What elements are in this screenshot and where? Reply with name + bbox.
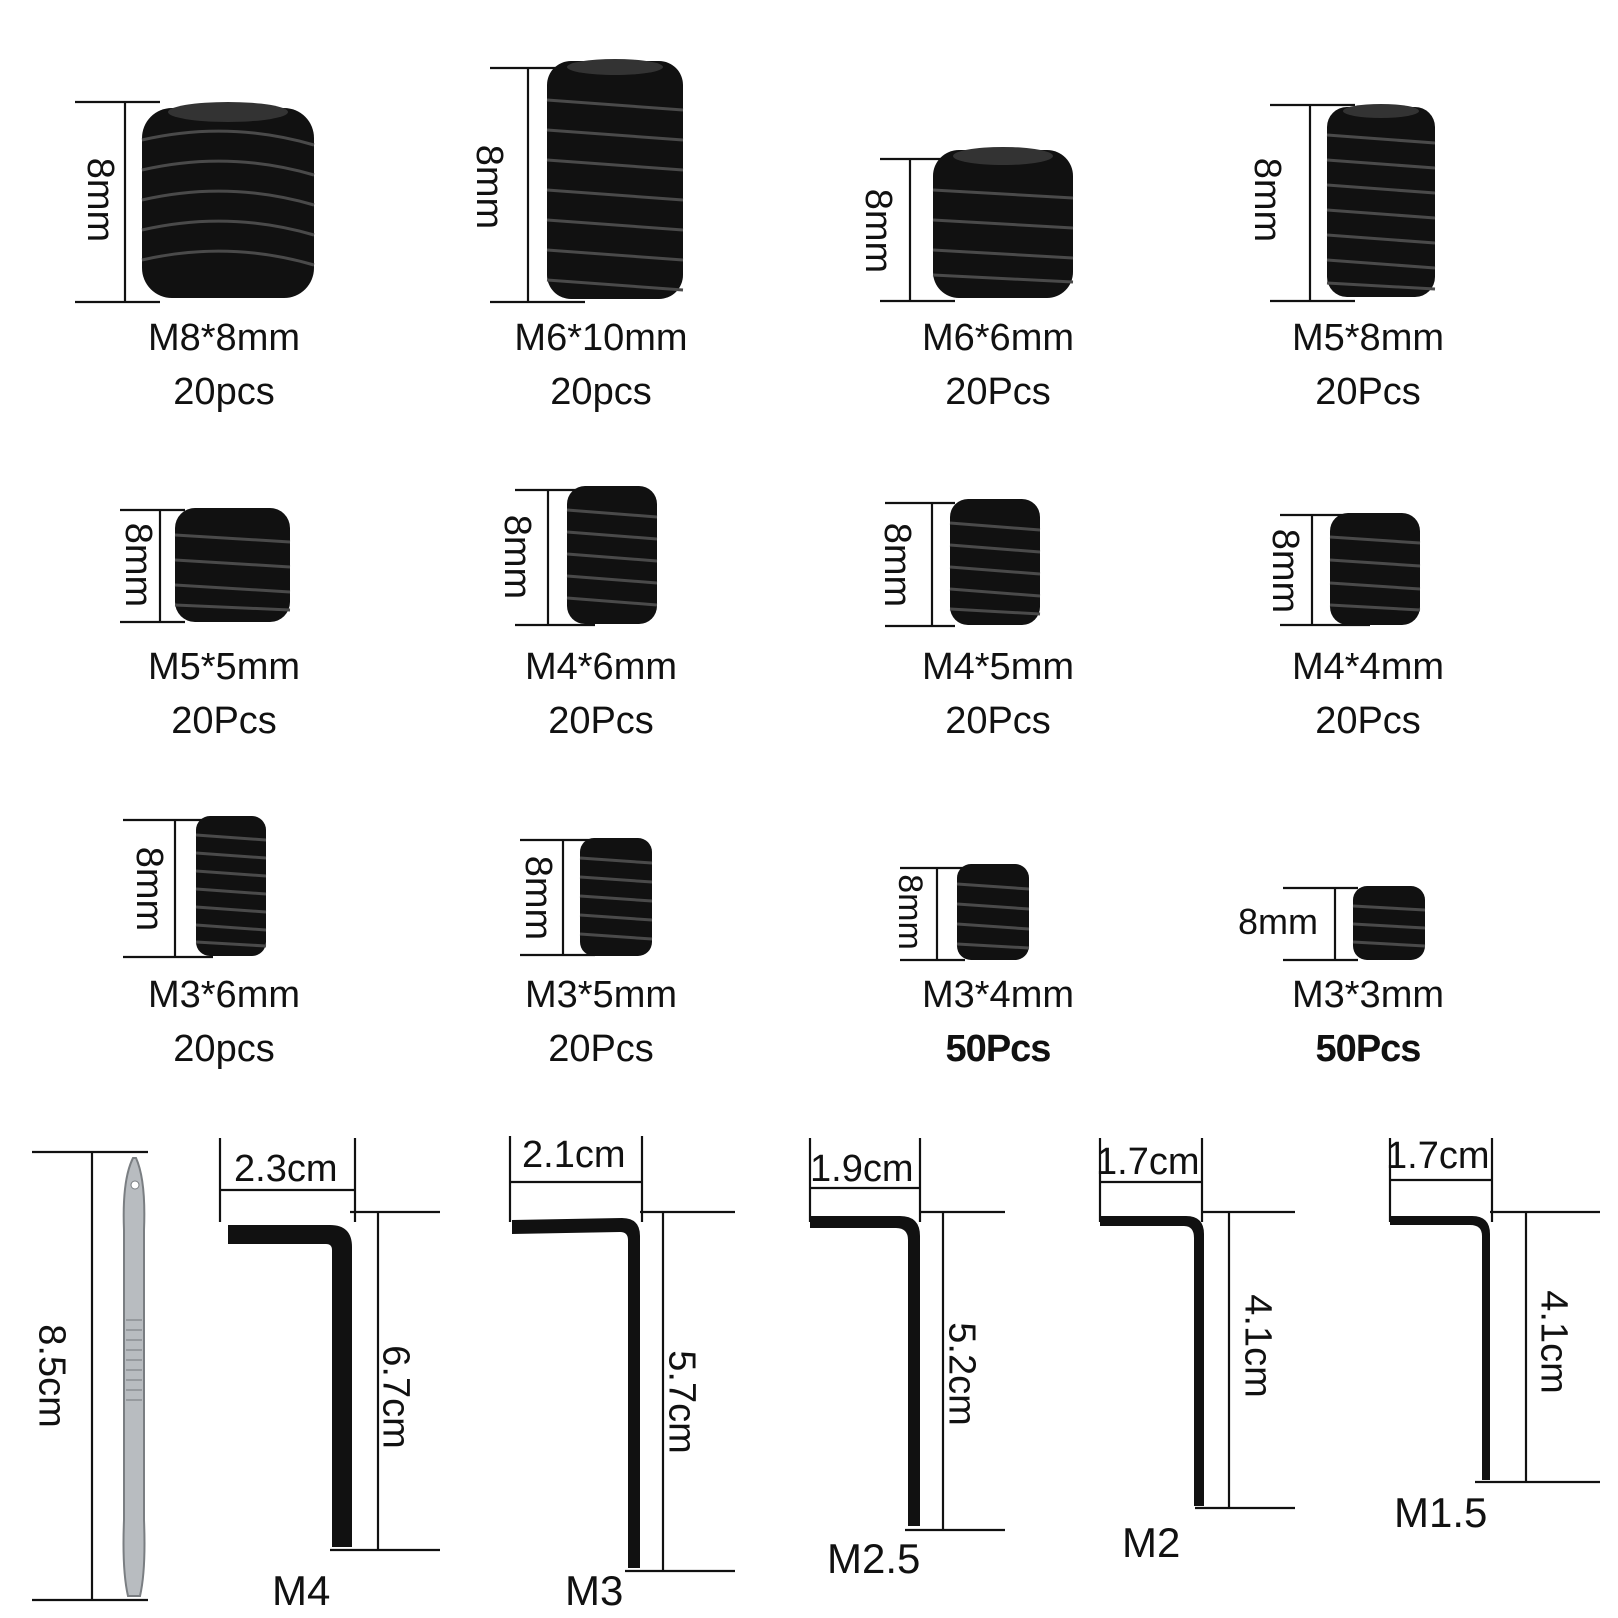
hex-key-short-arm-label: 1.7cm — [1096, 1141, 1200, 1183]
screw-caption: M8*8mm 20pcs — [74, 311, 374, 419]
screw-size: M3*4mm — [921, 974, 1075, 1016]
screw-m4x6-illustration — [515, 486, 658, 627]
screw-qty: 20Pcs — [945, 700, 1051, 742]
screw-qty: 20Pcs — [1315, 700, 1421, 742]
hex-key-size-label: M2.5 — [827, 1535, 921, 1582]
screw-caption: M5*5mm 20Pcs — [74, 640, 374, 748]
hex-key-long-arm-label: 4.1cm — [1236, 1294, 1279, 1398]
screw-size: M4*6mm — [524, 646, 678, 688]
screw-size: M4*4mm — [1291, 646, 1445, 688]
screw-caption: M6*10mm 20pcs — [451, 311, 751, 419]
hex-key-m4 — [218, 1138, 440, 1552]
screw-qty: 20Pcs — [1315, 371, 1421, 413]
screw-qty: 20pcs — [550, 371, 652, 413]
hex-key-m3 — [508, 1136, 735, 1573]
screw-caption: M4*5mm 20Pcs — [848, 640, 1148, 748]
screw-caption: M6*6mm 20Pcs — [848, 311, 1148, 419]
screw-body — [142, 108, 314, 298]
screw-size: M3*6mm — [147, 974, 301, 1016]
screw-size: M5*5mm — [147, 646, 301, 688]
screw-size: M4*5mm — [921, 646, 1075, 688]
screw-m4x4-illustration — [1280, 513, 1421, 627]
hex-key-size-label: M1.5 — [1394, 1489, 1488, 1536]
hex-key-m2 — [1098, 1138, 1295, 1510]
screw-m5x8-illustration — [1270, 103, 1436, 303]
hex-key-short-arm-label: 2.1cm — [522, 1134, 626, 1176]
screw-size: M5*8mm — [1291, 317, 1445, 359]
screw-caption: M5*8mm 20Pcs — [1218, 311, 1518, 419]
hex-key-size-label: M4 — [272, 1567, 331, 1614]
screw-qty: 20pcs — [173, 1028, 275, 1070]
screw-m3x3-illustration — [1283, 886, 1426, 962]
screw-qty: 20Pcs — [548, 1028, 654, 1070]
hex-key-m1-5 — [1388, 1138, 1600, 1484]
screw-size: M8*8mm — [147, 317, 301, 359]
screw-qty: 50Pcs — [945, 1028, 1052, 1070]
screw-m6x10-illustration — [490, 59, 684, 304]
screw-caption: M3*6mm 20pcs — [74, 968, 374, 1076]
screw-caption: M4*4mm 20Pcs — [1218, 640, 1518, 748]
screw-size: M6*6mm — [921, 317, 1075, 359]
screw-m3x6-illustration — [123, 816, 267, 959]
screw-m3x4-illustration — [900, 864, 1030, 962]
screw-qty: 20Pcs — [171, 700, 277, 742]
screw-m3x5-illustration — [520, 838, 653, 957]
screw-qty: 20pcs — [173, 371, 275, 413]
hex-key-long-arm-label: 5.7cm — [660, 1350, 703, 1454]
screw-m8x8-illustration — [75, 100, 315, 304]
hex-key-long-arm-label: 6.7cm — [374, 1345, 417, 1449]
hex-key-short-arm-label: 2.3cm — [234, 1148, 338, 1190]
screw-size: M3*5mm — [524, 974, 678, 1016]
hex-key-long-arm-label: 4.1cm — [1532, 1290, 1575, 1394]
tweezer-length-label: 8.5cm — [30, 1324, 73, 1428]
screw-caption: M3*4mm 50Pcs — [848, 968, 1148, 1076]
screw-caption: M3*3mm 50Pcs — [1218, 968, 1518, 1076]
hex-key-size-label: M2 — [1122, 1519, 1181, 1566]
screw-m6x6-illustration — [880, 147, 1074, 303]
screw-size: M6*10mm — [514, 317, 688, 359]
screw-size: M3*3mm — [1291, 974, 1445, 1016]
screw-qty: 20Pcs — [548, 700, 654, 742]
screw-caption: M3*5mm 20Pcs — [451, 968, 751, 1076]
screw-qty: 50Pcs — [1315, 1028, 1422, 1070]
screw-dimension-label: 8mm — [1238, 901, 1318, 942]
hex-key-m2-5 — [808, 1138, 1005, 1532]
tweezer — [32, 1150, 148, 1602]
screw-caption: M4*6mm 20Pcs — [451, 640, 751, 748]
screw-m4x5-illustration — [885, 499, 1041, 628]
screw-qty: 20Pcs — [945, 371, 1051, 413]
screw-m5x5-illustration — [120, 508, 291, 624]
hex-key-short-arm-label: 1.9cm — [810, 1148, 914, 1190]
hex-key-size-label: M3 — [565, 1567, 624, 1614]
hex-key-short-arm-label: 1.7cm — [1386, 1135, 1490, 1177]
hex-key-long-arm-label: 5.2cm — [940, 1322, 983, 1426]
